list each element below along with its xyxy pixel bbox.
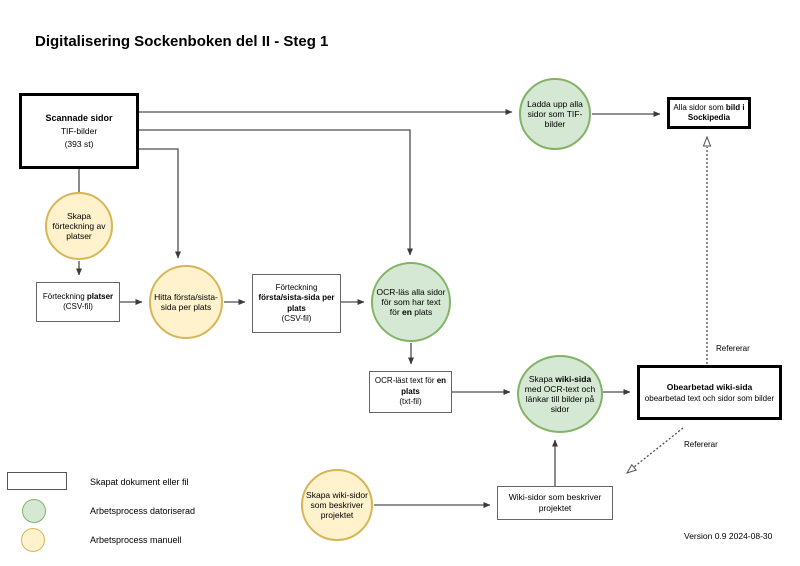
process-skapa-wikisidor-projekt: Skapa wiki-sidor som beskriver projektet xyxy=(301,469,373,541)
legend-automated-swatch xyxy=(22,499,46,523)
open-arrowhead-diagonal-icon xyxy=(625,463,638,474)
node-label: Wiki-sidor som beskriver projektet xyxy=(508,491,602,513)
edge-label-refererar-top: Refererar xyxy=(716,344,750,353)
process-label: Hitta första/sista-sida per plats xyxy=(154,291,218,312)
node-alla-sidor-sockipedia: Alla sidor som bild i Sockipedia xyxy=(667,97,751,129)
node-subtitle: obearbetad text och sidor som bilder xyxy=(644,393,775,403)
process-label: Ladda upp alla sidor som TIF-bilder xyxy=(527,98,583,130)
node-forteckning-forsta-sista: Förteckning första/sista-sida per plats … xyxy=(252,274,341,333)
node-filetype: (CSV-fil) xyxy=(63,302,93,311)
node-label: OCR-läst text för en plats xyxy=(374,376,447,396)
node-filetype: (CSV-fil) xyxy=(281,313,312,323)
node-obearbetad-wikisida: Obearbetad wiki-sida obearbetad text och… xyxy=(637,365,782,420)
node-title: Scannade sidor xyxy=(45,112,113,123)
edge-scannade-to-ocrlas xyxy=(139,129,413,256)
legend-label-automated: Arbetsprocess datoriserad xyxy=(90,506,196,516)
process-label: Skapa wiki-sida med OCR-text och länkar … xyxy=(524,373,596,415)
legend-label-manual: Arbetsprocess manuell xyxy=(90,535,182,545)
process-skapa-wikisida: Skapa wiki-sida med OCR-text och länkar … xyxy=(517,355,603,433)
node-label: Förteckning första/sista-sida per plats xyxy=(258,282,335,313)
node-subtitle: TIF-bilder xyxy=(60,126,98,136)
process-label: OCR-läs alla sidor för som har text för … xyxy=(376,286,446,318)
version-text: Version 0.9 2024-08-30 xyxy=(684,531,773,541)
process-label: Skapa wiki-sidor som beskriver projektet xyxy=(306,489,368,521)
process-ocr-las: OCR-läs alla sidor för som har text för … xyxy=(371,262,451,342)
node-forteckning-platser: Förteckning platser (CSV-fil) xyxy=(36,282,120,322)
node-scannade-sidor: Scannade sidor TIF-bilder (393 st) xyxy=(19,93,139,169)
node-ocr-last-text: OCR-läst text för en plats (txt-fil) xyxy=(369,371,452,413)
edge-scannade-to-hitta xyxy=(139,148,181,259)
legend-manual-swatch xyxy=(21,528,45,552)
edge-refererar-to-wikisidor xyxy=(633,427,684,468)
node-filetype: (txt-fil) xyxy=(399,397,422,407)
process-label: Skapa förteckning av platser xyxy=(52,210,106,242)
process-ladda-upp-tif: Ladda upp alla sidor som TIF-bilder xyxy=(519,78,591,150)
node-title: Obearbetad wiki-sida xyxy=(666,381,753,392)
node-label: Alla sidor som bild i Sockipedia xyxy=(673,102,745,122)
process-hitta-forsta-sista: Hitta första/sista-sida per plats xyxy=(149,265,223,339)
legend-label-document: Skapat dokument eller fil xyxy=(90,477,189,487)
node-count: (393 st) xyxy=(64,138,94,149)
node-wikisidor-projektet: Wiki-sidor som beskriver projektet xyxy=(497,486,613,520)
diagram-title: Digitalisering Sockenboken del II - Steg… xyxy=(35,33,329,50)
process-skapa-forteckning: Skapa förteckning av platser xyxy=(45,192,113,260)
open-arrowhead-up-icon xyxy=(702,135,712,147)
legend-document-swatch xyxy=(7,472,67,490)
edge-label-refererar-bottom: Refererar xyxy=(684,440,718,449)
node-label: Förteckning platser xyxy=(42,291,114,301)
